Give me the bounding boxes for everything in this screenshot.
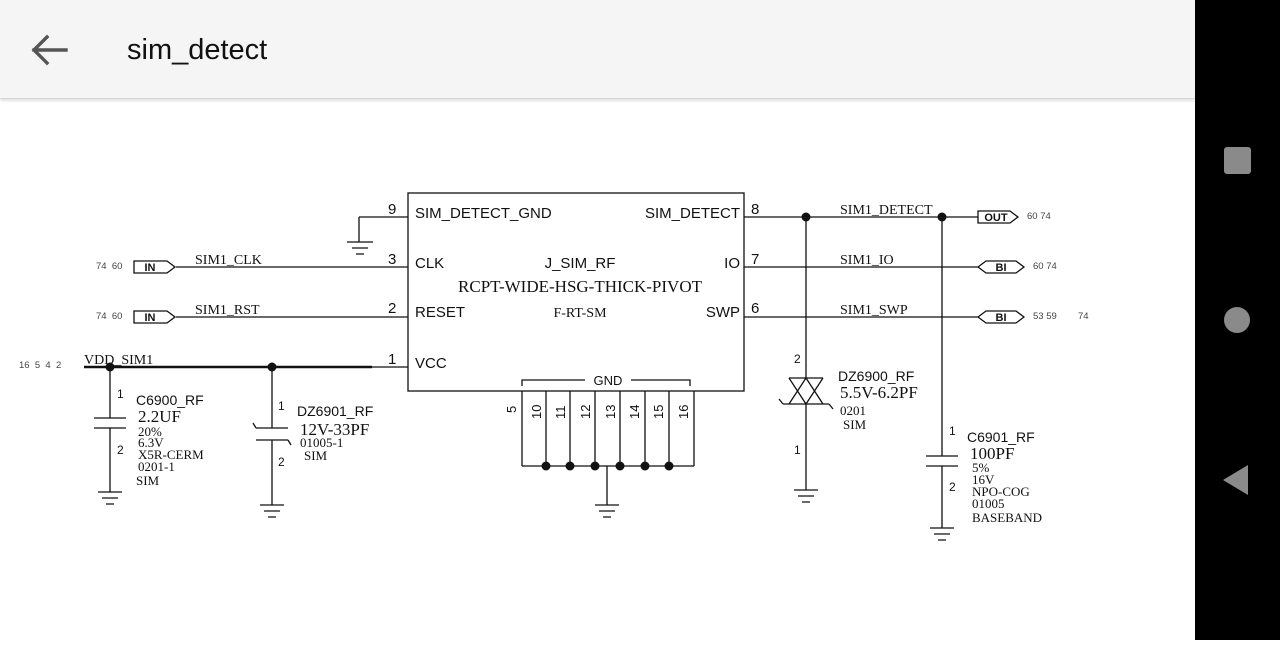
chip-name: J_SIM_RF xyxy=(545,255,616,272)
c6901-pin1: 1 xyxy=(949,424,956,438)
dz6900-group: SIM xyxy=(843,417,867,432)
port-bi-swp xyxy=(976,310,1026,324)
xref-detect: 60 74 xyxy=(1027,211,1051,222)
dz6900-package: 0201 xyxy=(840,403,866,418)
dz6901-pin1: 1 xyxy=(278,399,285,413)
pin-number-7: 7 xyxy=(751,251,759,268)
chip-part-number: RCPT-WIDE-HSG-THICK-PIVOT xyxy=(458,277,703,296)
gnd-pin-10: 10 xyxy=(529,405,544,419)
arrow-back-icon[interactable] xyxy=(28,30,72,70)
net-sim1-clk: SIM1_CLK xyxy=(195,253,262,268)
gnd-pin-13: 13 xyxy=(603,405,618,419)
gnd-bus-label: GND xyxy=(594,373,623,388)
c6900-pin1: 1 xyxy=(117,387,124,401)
gnd-pin-15: 15 xyxy=(651,405,666,419)
port-bi-io xyxy=(976,260,1026,274)
system-nav-bar xyxy=(1195,0,1280,640)
gnd-pin-11: 11 xyxy=(553,406,568,420)
gnd-pin-14: 14 xyxy=(627,405,642,419)
dz6901-package: 01005-1 xyxy=(300,435,343,450)
pin-label-reset: RESET xyxy=(415,304,465,321)
dz6900-name: DZ6900_RF xyxy=(838,368,914,384)
dz6901-pin2: 2 xyxy=(278,455,285,469)
gnd-pin-5: 5 xyxy=(504,406,519,413)
dz6901-value: 12V-33PF xyxy=(300,420,369,439)
dz6900-pin1: 1 xyxy=(794,443,801,457)
c6900-voltage: 6.3V xyxy=(138,435,164,450)
port-in-rst xyxy=(133,310,177,324)
schematic-diagram: SIM_DETECT_GND 9 CLK 3 RESET 2 VCC 1 SIM… xyxy=(19,192,1089,541)
pin-label-clk: CLK xyxy=(415,255,444,272)
port-in-clk xyxy=(133,260,177,274)
c6901-voltage: 16V xyxy=(972,472,995,487)
c6901-pin2: 2 xyxy=(949,480,956,494)
c6901-package: 01005 xyxy=(972,496,1005,511)
pin-label-io: IO xyxy=(724,255,740,272)
pin-number-6: 6 xyxy=(751,300,759,317)
dz6901-group: SIM xyxy=(304,448,328,463)
net-sim1-rst: SIM1_RST xyxy=(195,303,260,318)
xref-rst: 74 60 xyxy=(96,311,122,322)
page-title: sim_detect xyxy=(127,34,268,66)
schematic-viewer[interactable]: SIM_DETECT_GND 9 CLK 3 RESET 2 VCC 1 SIM… xyxy=(0,100,1195,640)
dz6900-value: 5.5V-6.2PF xyxy=(840,383,918,402)
c6900-value: 2.2UF xyxy=(138,407,181,426)
xref-swp: 53 59 xyxy=(1033,311,1057,322)
c6900-tolerance: 20% xyxy=(138,424,162,439)
net-sim1-detect: SIM1_DETECT xyxy=(840,203,933,218)
pin-label-swp: SWP xyxy=(706,304,740,321)
c6900-group: SIM xyxy=(136,473,160,488)
pin-label-sim-detect-gnd: SIM_DETECT_GND xyxy=(415,205,552,222)
c6900-package: 0201-1 xyxy=(138,459,175,474)
port-label-rst: IN xyxy=(145,312,156,324)
c6900-pin2: 2 xyxy=(117,443,124,457)
dz6900-pin2: 2 xyxy=(794,352,801,366)
port-label-io: BI xyxy=(996,262,1007,274)
pin-label-sim-detect: SIM_DETECT xyxy=(645,205,740,222)
pin-number-2: 2 xyxy=(388,300,396,317)
pin-number-1: 1 xyxy=(388,351,396,368)
xref-swp-2: 74 xyxy=(1078,311,1089,322)
c6901-dielectric: NPO-COG xyxy=(972,484,1030,499)
xref-io: 60 74 xyxy=(1033,261,1057,272)
c6901-group: BASEBAND xyxy=(972,510,1042,525)
xref-clk: 74 60 xyxy=(96,261,122,272)
pin-number-8: 8 xyxy=(751,201,759,218)
port-label-detect: OUT xyxy=(984,212,1008,224)
circle-icon[interactable] xyxy=(1195,290,1280,350)
net-sim1-io: SIM1_IO xyxy=(840,253,894,268)
pin-number-3: 3 xyxy=(388,251,396,268)
chip-variant: F-RT-SM xyxy=(553,306,607,321)
square-icon[interactable] xyxy=(1195,130,1280,190)
net-sim1-swp: SIM1_SWP xyxy=(840,303,908,318)
dz6901-name: DZ6901_RF xyxy=(297,403,373,419)
net-vdd-sim1: VDD_SIM1 xyxy=(84,353,153,368)
c6900-name: C6900_RF xyxy=(136,392,204,408)
port-label-clk: IN xyxy=(145,262,156,274)
pin-label-vcc: VCC xyxy=(415,355,447,372)
gnd-pin-12: 12 xyxy=(578,405,593,419)
c6900-dielectric: X5R-CERM xyxy=(138,447,204,462)
pin-number-9: 9 xyxy=(388,201,396,218)
port-label-swp: BI xyxy=(996,312,1007,324)
app-bar: sim_detect xyxy=(0,0,1195,99)
xref-vdd: 16 5 4 2 xyxy=(19,360,61,371)
c6901-value: 100PF xyxy=(970,444,1014,463)
chip-outline xyxy=(407,192,745,392)
port-out-detect xyxy=(977,210,1020,224)
c6901-tolerance: 5% xyxy=(972,460,990,475)
triangle-back-icon[interactable] xyxy=(1195,450,1280,510)
c6901-name: C6901_RF xyxy=(967,429,1035,445)
gnd-pin-16: 16 xyxy=(676,405,691,419)
